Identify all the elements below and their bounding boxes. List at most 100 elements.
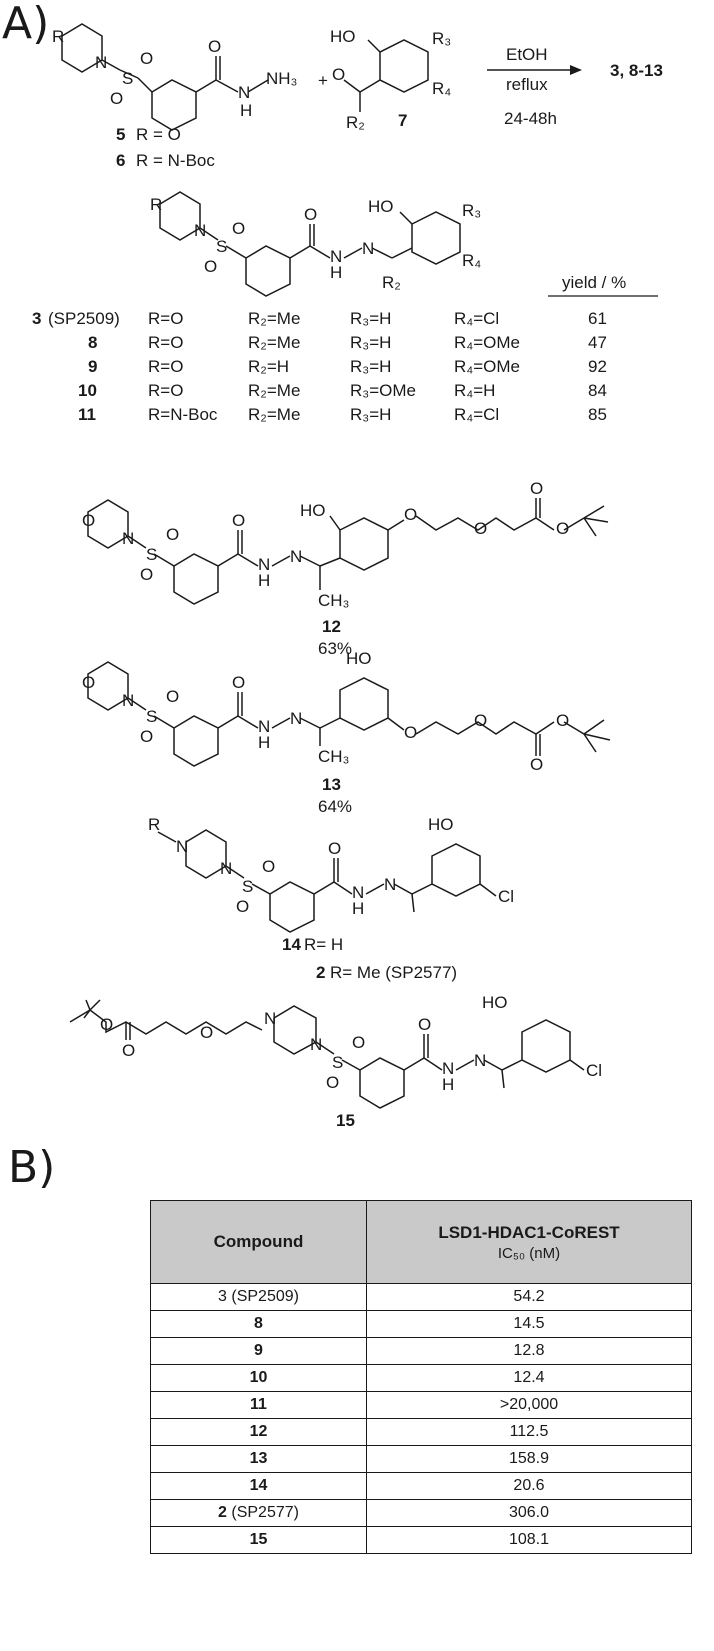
condition-temp: reflux	[506, 75, 548, 94]
atom-label: 9	[88, 357, 97, 376]
atom-label: 64%	[318, 797, 352, 816]
atom-label: R = N-Boc	[136, 151, 215, 170]
atom-label: 6	[116, 151, 125, 170]
atom-label: O	[82, 511, 95, 530]
atom-label: N	[474, 1051, 486, 1070]
atom-label: N	[95, 53, 107, 72]
table-row: 14 20.6	[150, 1472, 692, 1500]
ic50-value: 306.0	[366, 1499, 692, 1527]
panel-b-label: B)	[8, 1142, 55, 1193]
atom-label: HO	[330, 27, 356, 46]
ic50-value: 54.2	[366, 1283, 692, 1311]
compound-id: 13	[249, 1450, 268, 1467]
atom-label: R=O	[148, 381, 183, 400]
atom-label: N	[290, 709, 302, 728]
atom-label: S	[242, 877, 253, 896]
atom-label: 14	[282, 935, 301, 954]
atom-label: H	[240, 101, 252, 120]
compound-id: 14	[249, 1477, 268, 1494]
atom-label: N	[122, 529, 134, 548]
atom-label: 8	[88, 333, 97, 352]
atom-label: O	[122, 1041, 135, 1060]
atom-label: O	[530, 479, 543, 498]
table-row: 10 12.4	[150, 1364, 692, 1392]
atom-label: R= Me (SP2577)	[330, 963, 457, 982]
compound-id: 2	[218, 1504, 227, 1521]
atom-label: O	[304, 205, 317, 224]
structure-general-product: R N S O O O N H N HO R₃ R₄ R₂	[150, 191, 481, 297]
panel-a-label: A)	[2, 0, 49, 49]
table-row: 2 (SP2577) 306.0	[150, 1499, 692, 1527]
structure-7: HO R₃ R₄ O R₂ 7	[330, 27, 451, 132]
substituent-row: 3 (SP2509) R=O R₂=Me R₃=H R₄=Cl 61	[32, 309, 607, 328]
atom-label: O	[262, 857, 275, 876]
atom-label: 47	[588, 333, 607, 352]
atom-label: O	[556, 519, 569, 538]
atom-label: R₂	[382, 273, 401, 292]
atom-label: O	[530, 755, 543, 774]
ic50-value: 158.9	[366, 1445, 692, 1473]
atom-label: O	[140, 49, 153, 68]
atom-label: 11	[78, 405, 96, 424]
substituent-row: 10 R=O R₂=Me R₃=OMe R₄=H 84	[78, 381, 607, 400]
atom-label: R₂=Me	[248, 309, 300, 328]
atom-label: 92	[588, 357, 607, 376]
atom-label: Cl	[498, 887, 514, 906]
ic50-value: >20,000	[366, 1391, 692, 1419]
table-row: 3 (SP2509) 54.2	[150, 1283, 692, 1311]
ic50-value: 14.5	[366, 1310, 692, 1338]
reaction-arrowhead	[570, 65, 582, 75]
atom-label: N	[122, 691, 134, 710]
atom-label: O	[166, 525, 179, 544]
atom-label: HO	[482, 993, 508, 1012]
atom-label: 15	[336, 1111, 355, 1130]
compound-id: 8	[254, 1315, 263, 1332]
atom-label: S	[122, 69, 133, 88]
atom-label: R= H	[304, 935, 343, 954]
atom-label: 3	[32, 309, 41, 328]
atom-label: H	[442, 1075, 454, 1094]
header-unit: IC₅₀ (nM)	[497, 1244, 561, 1262]
atom-label: R	[150, 195, 162, 214]
atom-label: R₂=Me	[248, 381, 300, 400]
atom-label: O	[110, 89, 123, 108]
atom-label: R	[52, 27, 64, 46]
table-header-row: Compound LSD1-HDAC1-CoREST IC₅₀ (nM)	[150, 1200, 692, 1284]
structure-13: O N S O O O N H N HO CH₃ O O O O 13 64%	[82, 649, 611, 816]
structure-14: R N N S O O O N H N HO Cl 14 R= H 2 R= M…	[148, 815, 514, 982]
atom-label: CH₃	[318, 591, 349, 610]
atom-label: N	[310, 1035, 322, 1054]
atom-label: R₃=H	[350, 357, 391, 376]
atom-label: R₄	[462, 251, 481, 270]
compound-id: 12	[249, 1423, 268, 1440]
atom-label: O	[232, 511, 245, 530]
compound-code: (SP2509)	[226, 1288, 299, 1305]
atom-label: 5	[116, 125, 125, 144]
atom-label: R	[148, 815, 160, 834]
atom-label: N	[264, 1009, 276, 1028]
compound-id: 10	[249, 1369, 268, 1386]
atom-label: R₃=H	[350, 333, 391, 352]
atom-label: O	[208, 37, 221, 56]
atom-label: O	[140, 727, 153, 746]
atom-label: N	[442, 1059, 454, 1078]
atom-label: R₂=H	[248, 357, 289, 376]
table-row: 15 108.1	[150, 1526, 692, 1554]
header-compound: Compound	[150, 1200, 367, 1284]
atom-label: S	[146, 545, 157, 564]
atom-label: R₄=Cl	[454, 309, 499, 328]
structure-12: O N S O O O N H N HO CH₃ O O O O 12 63%	[82, 479, 609, 658]
atom-label: O	[556, 711, 569, 730]
atom-label: 12	[322, 617, 341, 636]
atom-label: HO	[368, 197, 394, 216]
atom-label: N	[330, 247, 342, 266]
ic50-value: 12.4	[366, 1364, 692, 1392]
atom-label: R₃=H	[350, 405, 391, 424]
atom-label: HO	[428, 815, 454, 834]
atom-label: R₃=OMe	[350, 381, 416, 400]
atom-label: R₄	[432, 79, 451, 98]
atom-label: R₂=Me	[248, 333, 300, 352]
atom-label: R₄=Cl	[454, 405, 499, 424]
atom-label: N	[352, 883, 364, 902]
compound-id: 11	[250, 1396, 267, 1413]
